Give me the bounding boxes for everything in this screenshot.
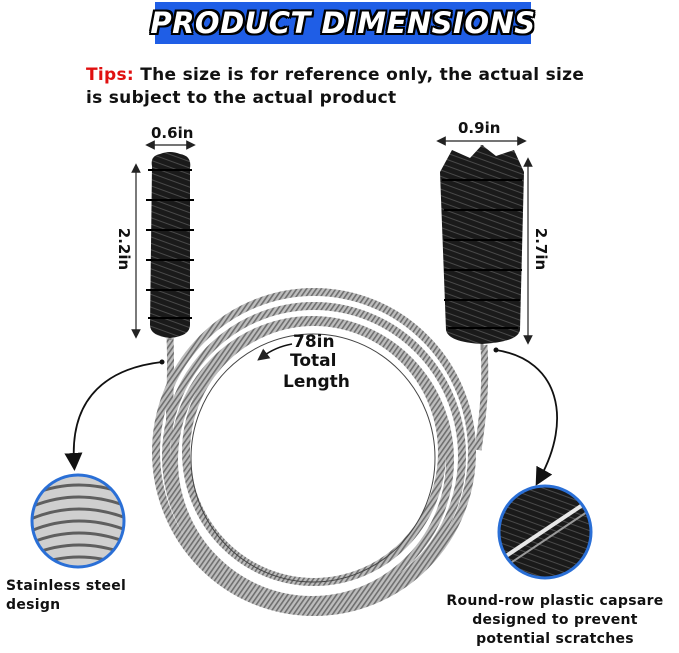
steel-caption-line2: design bbox=[6, 597, 61, 613]
tips-note: Tips: The size is for reference only, th… bbox=[86, 64, 606, 110]
steel-caption: Stainless steel design bbox=[6, 577, 126, 615]
total-length-line2: Length bbox=[283, 372, 350, 392]
bristle-caption-line2: designed to prevent bbox=[472, 612, 638, 628]
title-banner: PRODUCT DIMENSIONS bbox=[150, 2, 535, 44]
bristle-caption-line1: Round-row plastic capsare bbox=[446, 593, 664, 609]
large-brush-length-label: 2.7in bbox=[532, 227, 551, 271]
tips-text: The size is for reference only, the actu… bbox=[86, 65, 585, 108]
tips-label: Tips: bbox=[86, 65, 135, 85]
small-brush-length-label: 2.2in bbox=[115, 227, 134, 271]
total-length-value: 78in bbox=[293, 332, 335, 352]
steel-detail-circle bbox=[30, 473, 126, 569]
bristle-detail-circle bbox=[497, 484, 593, 580]
small-brush-width-label: 0.6in bbox=[151, 124, 194, 142]
coiled-cable bbox=[152, 288, 476, 616]
bristle-caption: Round-row plastic capsare designed to pr… bbox=[440, 592, 670, 649]
large-brush bbox=[440, 145, 524, 350]
bristle-caption-line3: potential scratches bbox=[476, 631, 634, 647]
banner-title: PRODUCT DIMENSIONS bbox=[150, 6, 536, 40]
small-brush bbox=[146, 152, 194, 340]
large-brush-width-label: 0.9in bbox=[458, 119, 501, 137]
steel-caption-line1: Stainless steel bbox=[6, 578, 127, 594]
total-length-line1: Total bbox=[290, 351, 337, 371]
